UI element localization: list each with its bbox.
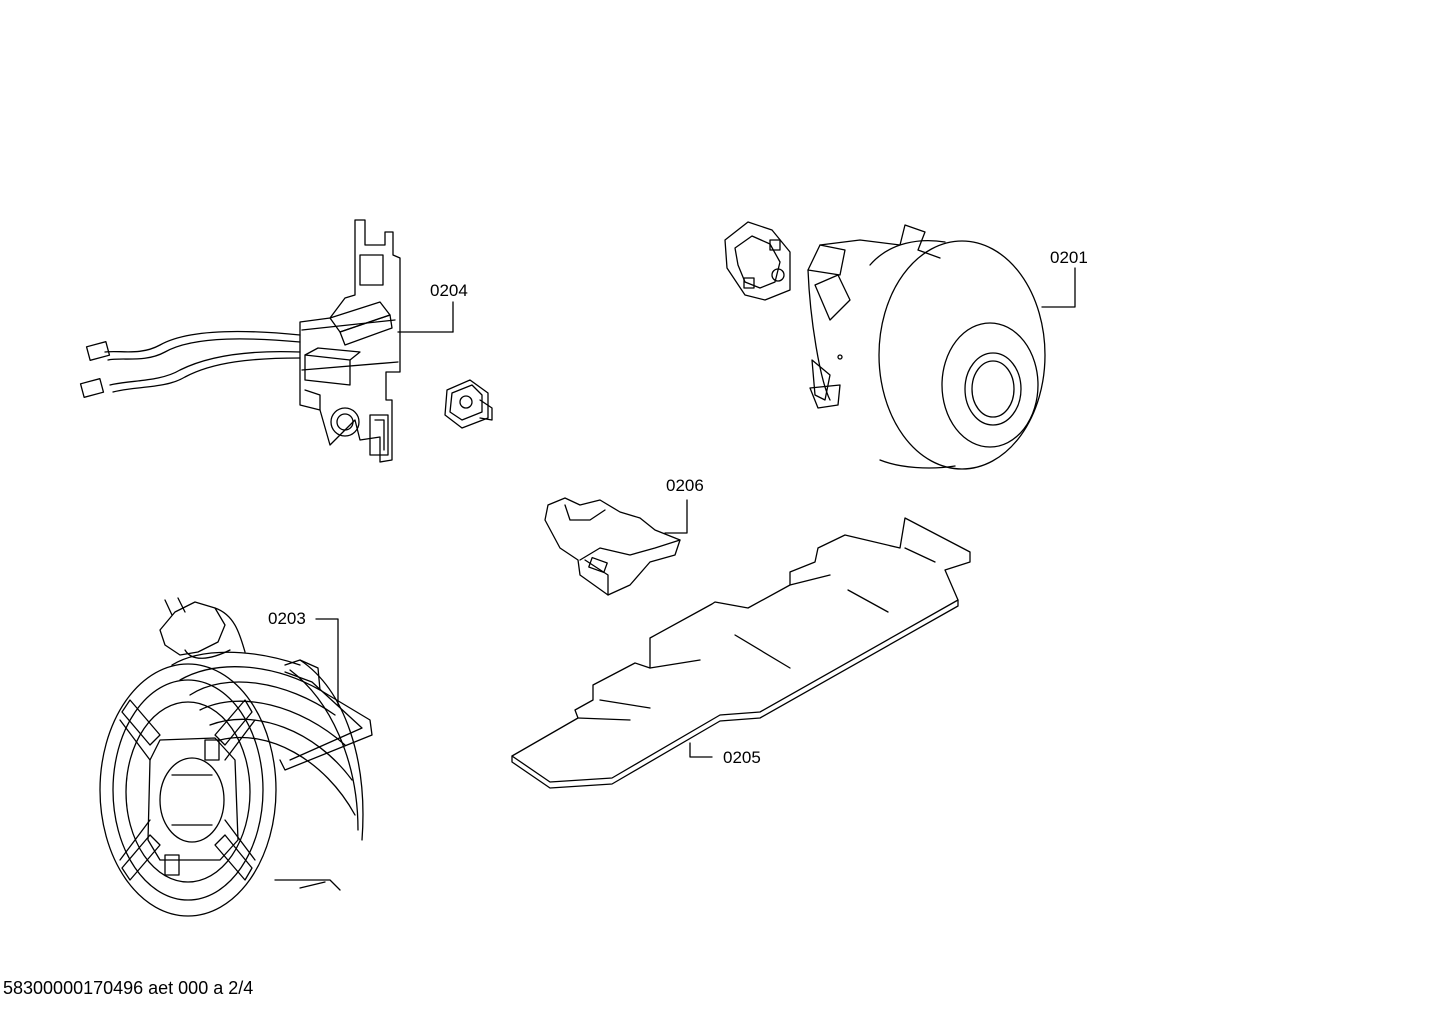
part-label-0206: 0206 [666, 476, 704, 495]
part-label-0204: 0204 [430, 281, 468, 300]
part-label-0205: 0205 [723, 748, 761, 767]
leader-line-0205 [689, 742, 713, 758]
leader-line-0206 [664, 499, 688, 534]
document-code: 58300000170496 aet 000 a 2/4 [3, 978, 254, 998]
connector-clip-drawing [544, 497, 681, 596]
part-label-0203: 0203 [268, 609, 306, 628]
leader-line-0203 [315, 618, 339, 706]
leader-line-0201 [1041, 267, 1076, 308]
part-label-0201: 0201 [1050, 248, 1088, 267]
flat-plate-drawing [511, 517, 971, 789]
electronic-board-drawing [79, 219, 401, 463]
small-connector-drawing [444, 379, 493, 429]
vacuum-motor-drawing [724, 221, 1046, 470]
cable-reel-drawing [99, 597, 373, 917]
